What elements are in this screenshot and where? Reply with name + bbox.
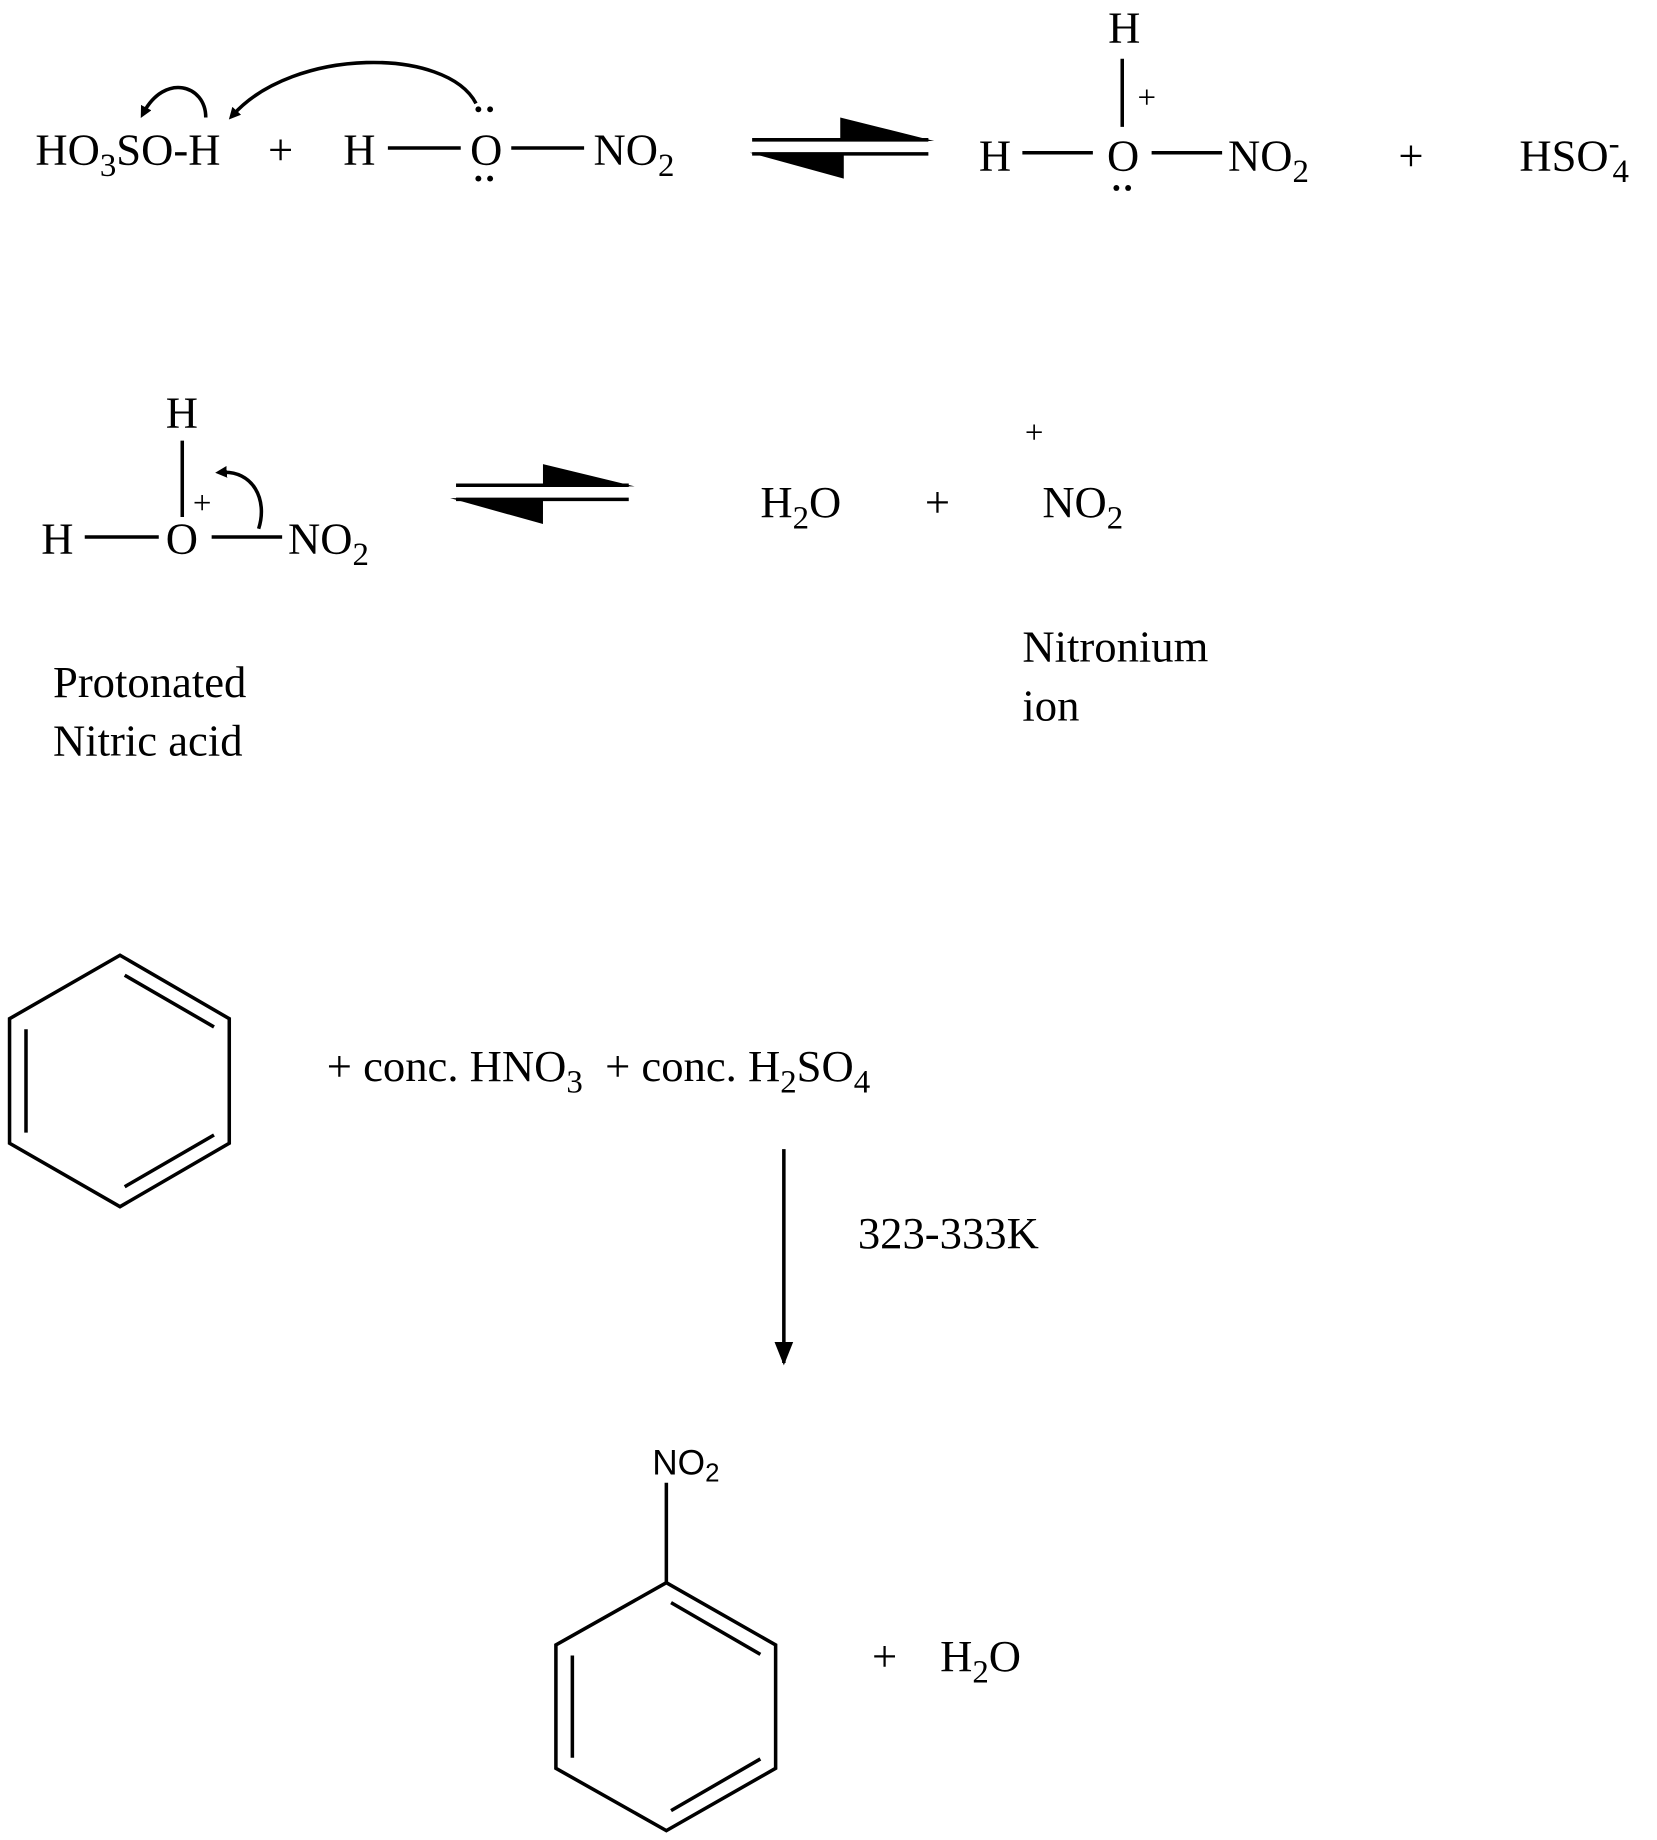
subscript: 2	[658, 148, 674, 184]
subscript: 2	[1107, 501, 1123, 537]
formula-part: NO	[288, 513, 352, 563]
equilibrium-arrow-icon	[450, 464, 635, 525]
step1-reactant-sulfuric-acid: HO3SO-H	[35, 124, 220, 184]
subscript: 2	[972, 1655, 988, 1691]
formula-part: NO	[594, 124, 658, 174]
formula-part: + conc. H	[583, 1041, 780, 1091]
water: H2O	[760, 477, 841, 537]
subscript: 2	[793, 501, 809, 537]
curved-arrow-icon	[140, 85, 208, 118]
lone-pair-dot	[475, 175, 482, 182]
atom-h: H	[343, 124, 375, 174]
formula-part: H	[940, 1631, 972, 1681]
label-nitronium: Nitronium	[1022, 622, 1208, 672]
nitrobenzene: NO2	[554, 1444, 778, 1833]
subscript: 2	[352, 537, 368, 573]
water: H2O	[940, 1631, 1021, 1691]
label-nitric-acid: Nitric acid	[53, 716, 243, 766]
svg-text:NO2: NO2	[288, 513, 369, 573]
plus-sign: +	[872, 1631, 897, 1681]
atom-h: H	[979, 130, 1011, 180]
charge: +	[1025, 415, 1044, 451]
charge: +	[193, 485, 212, 521]
svg-text:HO3SO-H: HO3SO-H	[35, 124, 220, 184]
step1-protonated-nitric-acid: H + H O NO2	[979, 2, 1309, 191]
svg-text:NO2: NO2	[1228, 130, 1309, 190]
atom-o: O	[166, 513, 198, 563]
subscript: 3	[566, 1065, 582, 1101]
formula-part: SO-H	[116, 124, 220, 174]
formula-part: O	[989, 1631, 1021, 1681]
svg-text:NO2: NO2	[594, 124, 675, 184]
svg-text:NO2: NO2	[1042, 477, 1123, 537]
formula-part: NO	[1042, 477, 1106, 527]
step1-nitric-acid: H O NO2	[343, 106, 674, 184]
reaction-condition: 323-333K	[858, 1208, 1039, 1258]
subscript: 2	[780, 1065, 796, 1101]
formula-part: NO	[652, 1444, 705, 1483]
formula-part: HO	[35, 124, 99, 174]
superscript: -	[1609, 126, 1620, 162]
formula-part: O	[809, 477, 841, 527]
label-ion: ion	[1022, 680, 1079, 730]
subscript: 2	[705, 1460, 719, 1488]
lone-pair-dot	[475, 106, 482, 113]
formula-part: HSO	[1519, 130, 1608, 180]
lone-pair-dot	[1125, 185, 1132, 191]
bisulfate-ion: HSO-4	[1519, 126, 1629, 190]
atom-o: O	[470, 124, 502, 174]
step2-protonated-nitric-acid: H + H O NO2	[41, 388, 369, 573]
atom-h: H	[166, 388, 198, 438]
charge: +	[1138, 80, 1157, 116]
benzene-ring	[7, 953, 232, 1209]
plus-sign: +	[268, 124, 293, 174]
formula-part: SO	[797, 1041, 854, 1091]
atom-h: H	[41, 513, 73, 563]
plus-sign: +	[1398, 130, 1423, 180]
label-protonated: Protonated	[53, 657, 246, 707]
nitronium-ion: + NO2	[1025, 415, 1123, 537]
curved-arrow-icon	[228, 60, 478, 120]
lone-pair-dot	[487, 175, 494, 182]
subscript: 2	[1292, 154, 1308, 190]
reagents: + conc. HNO3 + conc. H2SO4	[327, 1041, 870, 1101]
subscript: 4	[1613, 154, 1629, 190]
lone-pair-dot	[487, 106, 494, 113]
lone-pair-dot	[1113, 185, 1120, 191]
formula-part: + conc. HNO	[327, 1041, 567, 1091]
subscript: 4	[854, 1065, 870, 1101]
atom-o: O	[1107, 130, 1139, 180]
svg-text:NO2: NO2	[652, 1444, 719, 1488]
formula-part: NO	[1228, 130, 1292, 180]
plus-sign: +	[925, 477, 950, 527]
formula-part: H	[760, 477, 792, 527]
curved-arrow-icon	[215, 466, 264, 530]
equilibrium-arrow-icon	[749, 117, 935, 179]
subscript: 3	[100, 148, 116, 184]
benzene-ring	[554, 1580, 778, 1833]
atom-h: H	[1108, 2, 1140, 52]
